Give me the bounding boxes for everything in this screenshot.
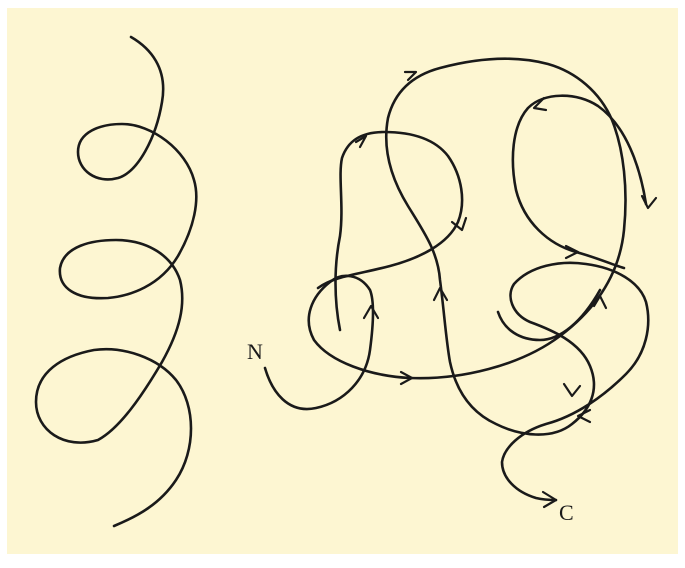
c-terminus-label: C [559, 502, 574, 524]
arrow-icon [578, 410, 590, 422]
helix-curve [36, 37, 196, 526]
arrow-icon [642, 196, 656, 208]
arrow-icon [364, 306, 378, 318]
random-coil-curve [265, 59, 648, 500]
arrow-icon [564, 384, 580, 396]
n-terminus-label: N [247, 341, 263, 363]
